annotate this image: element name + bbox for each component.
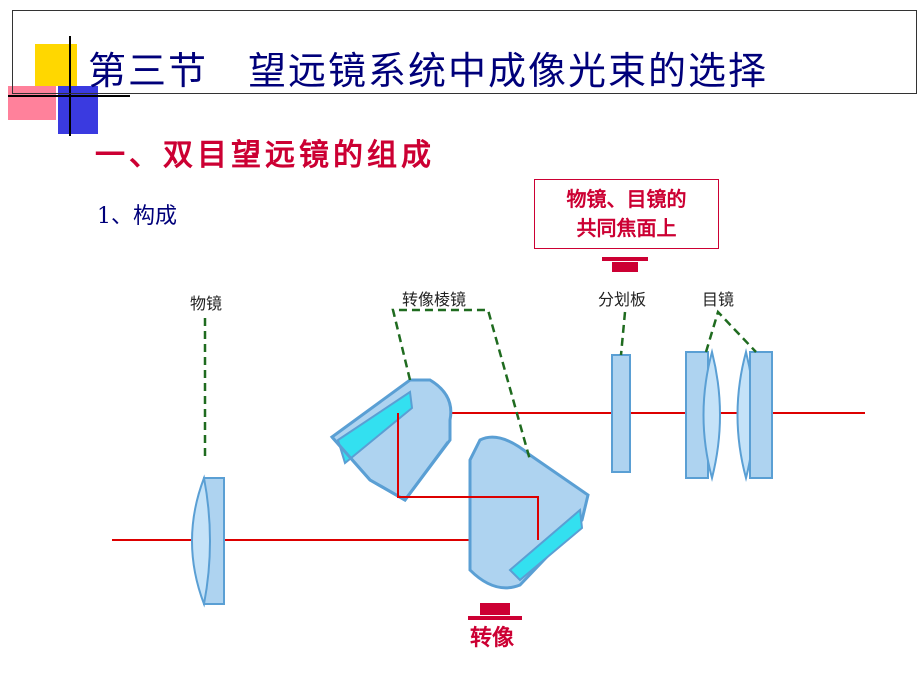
folded-ray: [397, 413, 539, 540]
eyepiece-lens: [685, 348, 773, 482]
callout-line-1: 物镜、目镜的: [566, 187, 687, 211]
pink-square: [8, 86, 56, 120]
prism-label: 转像棱镜: [402, 290, 467, 309]
reticle-plate: [611, 354, 631, 473]
reticle-leader: [619, 311, 627, 356]
relay-label: 转像: [470, 625, 515, 651]
page-title: 第三节 望远镜系统中成像光束的选择: [88, 49, 769, 93]
subheading: 1、构成: [97, 204, 177, 229]
reticle-label: 分划板: [598, 290, 647, 309]
eyepiece-leader: [704, 309, 757, 353]
focal-plane-callout: 物镜、目镜的 共同焦面上: [534, 179, 719, 249]
section-heading: 一、双目望远镜的组成: [95, 138, 435, 173]
relay-arrow: [468, 603, 522, 620]
callout-line-2: 共同焦面上: [576, 216, 677, 240]
eyepiece-label: 目镜: [702, 290, 735, 309]
objective-lens: [191, 474, 225, 608]
relay-prism-upper: [329, 378, 453, 502]
relay-prism-lower: [468, 435, 590, 590]
blue-square: [58, 86, 98, 134]
prism-leader: [391, 308, 532, 461]
objective-label: 物镜: [190, 294, 223, 313]
title-frame: [12, 10, 917, 94]
callout-arrow: [602, 257, 648, 272]
